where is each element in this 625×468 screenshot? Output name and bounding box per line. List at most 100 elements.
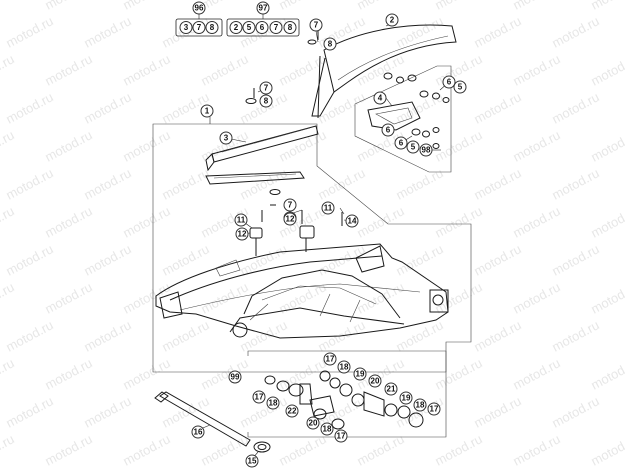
callout-98: 98 (419, 143, 433, 157)
svg-text:7: 7 (274, 23, 279, 32)
callout-22: 22 (285, 404, 299, 418)
watermark-text: motod.ru (432, 0, 484, 13)
callout-99: 99 (228, 370, 242, 384)
watermark-text: motod.ru (549, 89, 601, 126)
watermark-text: motod.ru (3, 13, 55, 50)
watermark-text: motod.ru (354, 203, 406, 240)
callout-21: 21 (384, 382, 398, 396)
callout-8: 8 (323, 37, 337, 51)
svg-text:7: 7 (288, 201, 293, 210)
callout-7: 7 (309, 18, 323, 32)
svg-text:98: 98 (422, 146, 431, 155)
svg-text:12: 12 (238, 230, 247, 239)
watermark-text: motod.ru (588, 431, 625, 468)
watermark-text: motod.ru (471, 13, 523, 50)
watermark-text: motod.ru (120, 431, 172, 468)
svg-text:18: 18 (269, 399, 278, 408)
watermark-text: motod.ru (432, 203, 484, 240)
svg-text:21: 21 (387, 385, 396, 394)
callout-14: 14 (345, 214, 359, 228)
callout-12a: 12 (235, 227, 249, 241)
watermark-text: motod.ru (0, 431, 17, 468)
callout-5b: 5 (406, 140, 420, 154)
watermark-text: motod.ru (0, 0, 17, 13)
svg-text:18: 18 (416, 401, 425, 410)
callout-7b: 7 (259, 81, 273, 95)
watermark-text: motod.ru (3, 165, 55, 202)
svg-text:8: 8 (264, 97, 269, 106)
svg-text:16: 16 (194, 428, 203, 437)
callout-7c: 7 (283, 198, 297, 212)
pivot-axle (154, 391, 251, 447)
svg-text:11: 11 (324, 204, 333, 213)
watermark-text: motod.ru (81, 393, 133, 430)
svg-text:7: 7 (314, 21, 319, 30)
watermark-text: motod.ru (354, 0, 406, 13)
watermark-text: motod.ru (42, 0, 94, 13)
callout-15: 15 (245, 454, 259, 468)
watermark-text: motod.ru (432, 279, 484, 316)
svg-text:17: 17 (255, 393, 264, 402)
watermark-text: motod.ru (393, 317, 445, 354)
callout-3: 3 (219, 131, 233, 145)
svg-text:2: 2 (390, 16, 395, 25)
callout-5: 5 (453, 80, 467, 94)
watermark-text: motod.ru (81, 89, 133, 126)
watermark-text: motod.ru (471, 89, 523, 126)
watermark-text: motod.ru (588, 203, 625, 240)
chain-guide-hardware (383, 72, 450, 149)
svg-text:8: 8 (210, 23, 215, 32)
watermark-text: motod.ru (588, 355, 625, 392)
callout-12b: 12 (283, 212, 297, 226)
bumper-upper (245, 98, 257, 104)
svg-text:6: 6 (386, 126, 391, 135)
watermark-text: motod.ru (0, 203, 17, 240)
svg-text:96: 96 (195, 4, 204, 13)
callout-17a: 17 (252, 390, 266, 404)
kit-96-box (175, 18, 223, 37)
watermark-text: motod.ru (393, 241, 445, 278)
watermark-text: motod.ru (315, 13, 367, 50)
svg-text:97: 97 (259, 4, 268, 13)
watermark-text: motod.ru (588, 127, 625, 164)
svg-text:7: 7 (197, 23, 202, 32)
watermark-text: motod.ru (3, 241, 55, 278)
watermark-text: motod.ru (120, 279, 172, 316)
callout-18b: 18 (320, 422, 334, 436)
callout-1: 1 (200, 104, 214, 118)
watermark-text: motod.ru (81, 165, 133, 202)
watermark-text: motod.ru (510, 0, 562, 13)
svg-text:8: 8 (288, 23, 293, 32)
callout-16: 16 (191, 425, 205, 439)
watermark-text: motod.ru (159, 165, 211, 202)
svg-text:22: 22 (288, 407, 297, 416)
svg-text:8: 8 (328, 40, 333, 49)
callout-11a: 11 (234, 213, 248, 227)
watermark-text: motod.ru (237, 165, 289, 202)
bearing-set (264, 370, 424, 430)
callout-2: 2 (385, 13, 399, 27)
kit-96-label: 96 (192, 1, 206, 15)
watermark-text: motod.ru (471, 165, 523, 202)
callout-20b: 20 (368, 374, 382, 388)
svg-text:17: 17 (337, 432, 346, 441)
svg-text:6: 6 (260, 23, 265, 32)
watermark-text: motod.ru (81, 241, 133, 278)
callout-4: 4 (373, 91, 387, 105)
watermark-text: motod.ru (588, 279, 625, 316)
watermark-text: motod.ru (510, 127, 562, 164)
svg-text:6: 6 (399, 139, 404, 148)
callout-17b: 17 (334, 429, 348, 443)
svg-text:7: 7 (264, 84, 269, 93)
assembly-frame (152, 123, 472, 373)
watermark-text: motod.ru (276, 51, 328, 88)
watermark-text: motod.ru (237, 89, 289, 126)
svg-text:19: 19 (402, 394, 411, 403)
watermark-text: motod.ru (588, 0, 625, 13)
watermark-text: motod.ru (3, 89, 55, 126)
svg-text:15: 15 (248, 457, 257, 466)
watermark-text: motod.ru (276, 0, 328, 13)
chain-guard (311, 24, 457, 119)
